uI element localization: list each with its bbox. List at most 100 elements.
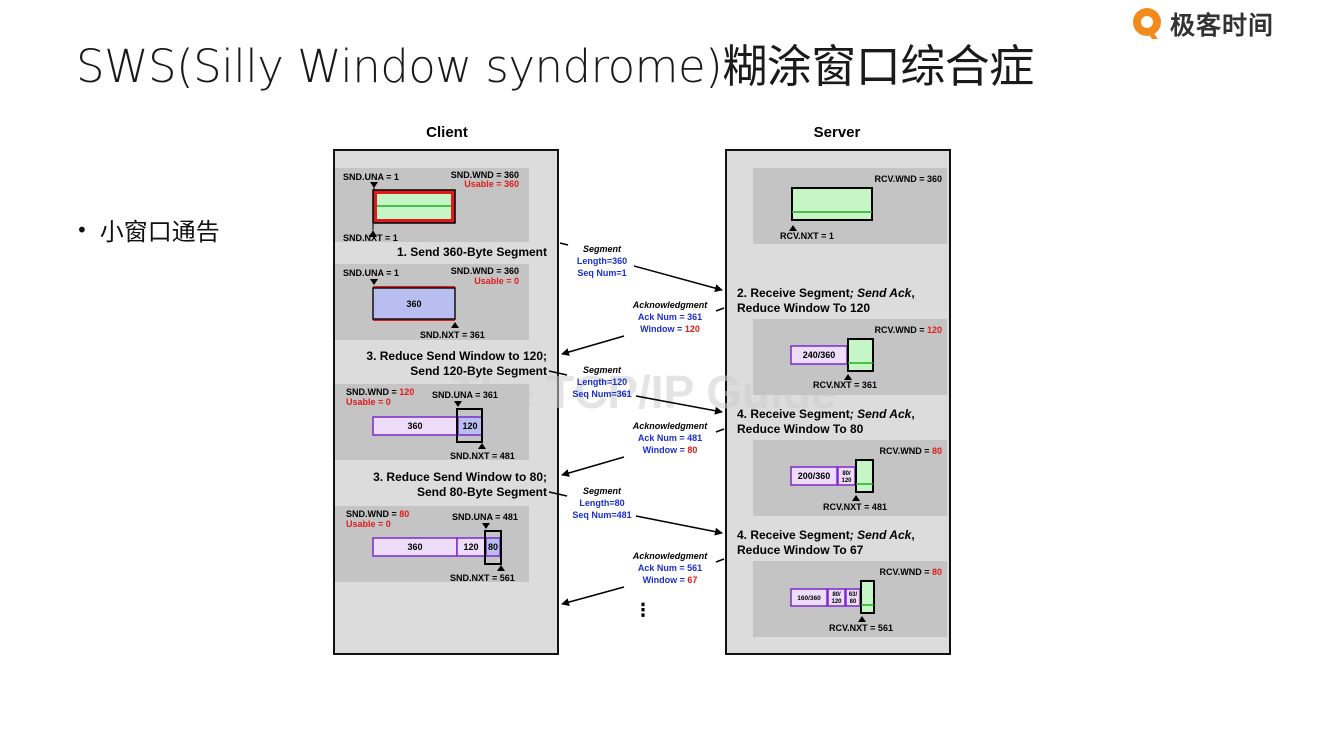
c4-window xyxy=(484,530,502,565)
sws-diagram: Client Server The TCP/IP Guide SND.UNA =… xyxy=(333,124,951,655)
msg2-arrow xyxy=(561,335,625,356)
s3-window xyxy=(855,459,874,493)
s1-window xyxy=(791,187,873,221)
c2-step-label: 1. Send 360-Byte Segment xyxy=(397,245,547,259)
c1-snd-wnd: SND.WND = 360 xyxy=(451,170,519,180)
s1-rcv-wnd: RCV.WND = 360 xyxy=(875,174,942,184)
msg4-line1: Ack Num = 481 xyxy=(638,433,702,443)
c4-snd-wnd: SND.WND = 80 xyxy=(346,509,409,519)
msg2-line1: Ack Num = 361 xyxy=(638,312,702,322)
msg6-arrow xyxy=(561,586,625,607)
s1-rcv-nxt: RCV.NXT = 1 xyxy=(780,231,834,241)
brand-name: 极客时间 xyxy=(1170,11,1275,40)
msg1-arrow xyxy=(559,242,569,246)
msg6-line2: Window = 67 xyxy=(643,575,698,585)
s4-cell-used-2 xyxy=(827,588,846,607)
msg2-line2: Window = 120 xyxy=(640,324,700,334)
client-header: Client xyxy=(426,124,468,141)
message-4: Acknowledgment Ack Num = 481 Window = 80 xyxy=(561,421,725,477)
s3-rcv-nxt: RCV.NXT = 481 xyxy=(823,502,887,512)
client-state-1: SND.UNA = 1 SND.WND = 360 Usable = 360 S… xyxy=(335,168,529,243)
msg6-title: Acknowledgment xyxy=(632,551,709,561)
c3-usable: Usable = 0 xyxy=(346,397,391,407)
svg-text:200/360: 200/360 xyxy=(798,471,831,481)
server-state-1: RCV.WND = 360 RCV.NXT = 1 xyxy=(753,168,947,244)
c3-window xyxy=(456,408,483,443)
svg-text:360: 360 xyxy=(407,542,422,552)
c3-snd-una: SND.UNA = 361 xyxy=(432,390,498,400)
msg3-arrow xyxy=(635,395,723,415)
msg5-line1: Length=80 xyxy=(579,498,624,508)
c4-step-label-1: 3. Reduce Send Window to 80; xyxy=(373,470,547,484)
server-state-2: RCV.WND = 120 240/360 RCV.NXT = 361 xyxy=(753,319,947,395)
s4-window xyxy=(860,580,875,614)
server-header: Server xyxy=(814,124,861,141)
s2-step-label-1: 2. Receive Segment; Send Ack, xyxy=(737,286,915,300)
s4-step-label-1: 4. Receive Segment; Send Ack, xyxy=(737,528,915,542)
s4-rcv-nxt: RCV.NXT = 561 xyxy=(829,623,893,633)
client-state-2: SND.UNA = 1 SND.WND = 360 Usable = 0 360… xyxy=(335,264,529,340)
svg-text:160/360: 160/360 xyxy=(797,595,821,602)
msg1-title: Segment xyxy=(583,244,622,254)
s3-step-label-1: 4. Receive Segment; Send Ack, xyxy=(737,407,915,421)
ellipsis: ⋮ xyxy=(634,600,652,620)
server-state-3: RCV.WND = 80 200/360 80/ 120 RCV.NXT = 4… xyxy=(753,440,947,516)
msg3-title: Segment xyxy=(583,365,622,375)
msg2-title: Acknowledgment xyxy=(632,300,709,310)
c3-step-label-1: 3. Reduce Send Window to 120; xyxy=(366,349,547,363)
msg5-arrow xyxy=(635,515,723,536)
c2-snd-nxt: SND.NXT = 361 xyxy=(420,330,485,340)
c1-usable: Usable = 360 xyxy=(464,179,519,189)
msg1-line1: Length=360 xyxy=(577,256,627,266)
c2-snd-una: SND.UNA = 1 xyxy=(343,268,399,278)
c3-step-label-2: Send 120-Byte Segment xyxy=(410,364,547,378)
svg-text:80: 80 xyxy=(850,599,857,605)
s3-step-label-2: Reduce Window To 80 xyxy=(737,422,864,436)
svg-text:63/: 63/ xyxy=(849,592,858,598)
client-state-3: SND.WND = 120 Usable = 0 SND.UNA = 361 3… xyxy=(335,384,529,461)
message-5: Segment Length=80 Seq Num=481 xyxy=(548,486,723,536)
brand-logo: 极客时间 xyxy=(1130,5,1274,43)
svg-text:240/360: 240/360 xyxy=(803,350,836,360)
c4-step-label-2: Send 80-Byte Segment xyxy=(417,485,547,499)
message-3: Segment Length=120 Seq Num=361 xyxy=(548,365,723,415)
message-1: Segment Length=360 Seq Num=1 xyxy=(559,242,723,293)
c4-snd-nxt: SND.NXT = 561 xyxy=(450,573,515,583)
s2-step-label-2: Reduce Window To 120 xyxy=(737,301,870,315)
c1-snd-nxt: SND.NXT = 1 xyxy=(343,233,398,243)
msg5-title: Segment xyxy=(583,486,622,496)
msg5-line2: Seq Num=481 xyxy=(572,510,631,520)
svg-text:360: 360 xyxy=(407,421,422,431)
bullet-dot: • xyxy=(76,217,88,242)
msg3-line2: Seq Num=361 xyxy=(572,389,631,399)
msg1-line2: Seq Num=1 xyxy=(577,268,626,278)
message-6: Acknowledgment Ack Num = 561 Window = 67 xyxy=(561,551,725,607)
svg-text:80: 80 xyxy=(488,542,498,552)
c4-usable: Usable = 0 xyxy=(346,519,391,529)
svg-text:80/: 80/ xyxy=(832,592,841,598)
c4-snd-una: SND.UNA = 481 xyxy=(452,512,518,522)
s3-cell-used-1 xyxy=(790,466,838,486)
c3-snd-wnd: SND.WND = 120 xyxy=(346,387,414,397)
s2-window xyxy=(847,338,874,372)
svg-text:120: 120 xyxy=(831,599,842,605)
svg-text:80/: 80/ xyxy=(842,471,851,477)
c2-snd-wnd: SND.WND = 360 xyxy=(451,266,519,276)
c1-snd-una: SND.UNA = 1 xyxy=(343,172,399,182)
msg4-line2: Window = 80 xyxy=(643,445,698,455)
msg4-arrow xyxy=(561,456,625,477)
svg-text:120: 120 xyxy=(841,478,852,484)
c2-cell-label: 360 xyxy=(406,299,421,309)
s2-rcv-nxt: RCV.NXT = 361 xyxy=(813,380,877,390)
client-state-4: SND.WND = 80 Usable = 0 SND.UNA = 481 36… xyxy=(335,506,529,583)
slide-title: SWS(Silly Window syndrome)糊涂窗口综合症 xyxy=(76,40,1034,93)
msg4-title: Acknowledgment xyxy=(632,421,709,431)
msg3-line1: Length=120 xyxy=(577,377,627,387)
s4-cell-used-1 xyxy=(790,588,828,607)
geektime-logo-icon xyxy=(1133,8,1161,39)
server-state-4: RCV.WND = 80 160/360 80/ 120 63/ 80 RCV.… xyxy=(753,561,947,637)
bullet-item: • 小窗口通告 xyxy=(76,212,220,247)
bullet-text: 小窗口通告 xyxy=(99,218,220,246)
msg6-line1: Ack Num = 561 xyxy=(638,563,702,573)
s4-step-label-2: Reduce Window To 67 xyxy=(737,543,864,557)
